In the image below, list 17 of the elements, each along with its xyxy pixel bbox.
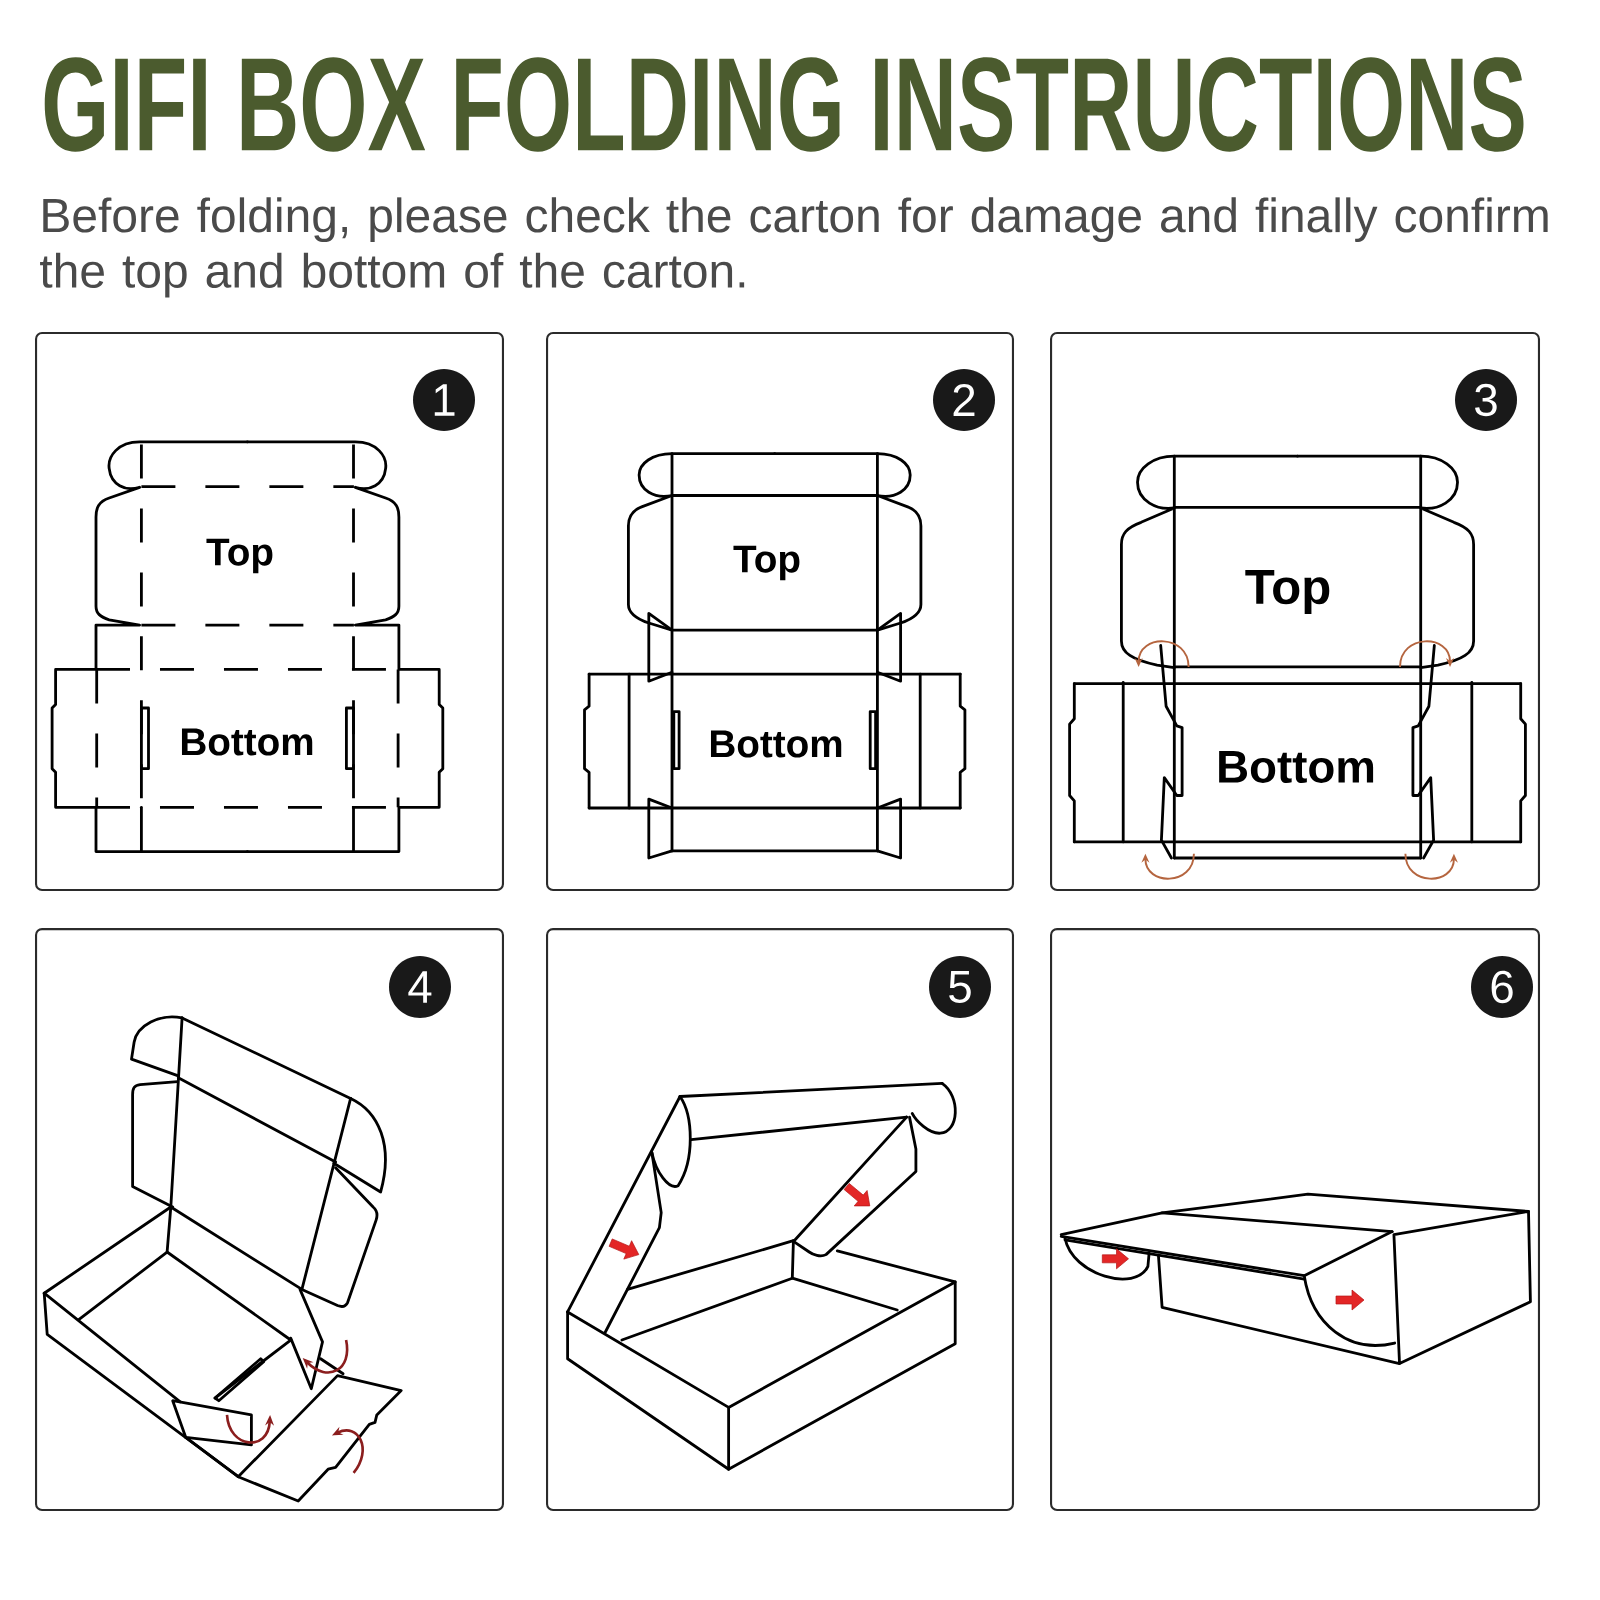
flap-label: Bottom: [1219, 751, 1374, 783]
step-panel: [35, 928, 504, 1511]
flap-label: Bottom: [710, 730, 842, 758]
flap-label: Top: [206, 538, 273, 574]
step-number: 3: [1455, 369, 1517, 431]
step-panel: [1050, 928, 1540, 1511]
flap-label: Bottom: [181, 728, 313, 756]
instruction-text: Before folding, please check the carton for damage and finally confirm the top and bottom of the carton.: [40, 197, 1548, 298]
step-panel: [546, 928, 1014, 1511]
step-number: 5: [929, 956, 991, 1018]
step-number: 2: [933, 369, 995, 431]
flap-label: Top: [1245, 570, 1330, 615]
step-number: 6: [1471, 956, 1533, 1018]
flap-label: Top: [733, 545, 800, 581]
title: GIFI BOX FOLDING INSTRUCTIONS: [44, 57, 1524, 152]
step-number: 4: [389, 956, 451, 1018]
step-number: 1: [413, 369, 475, 431]
